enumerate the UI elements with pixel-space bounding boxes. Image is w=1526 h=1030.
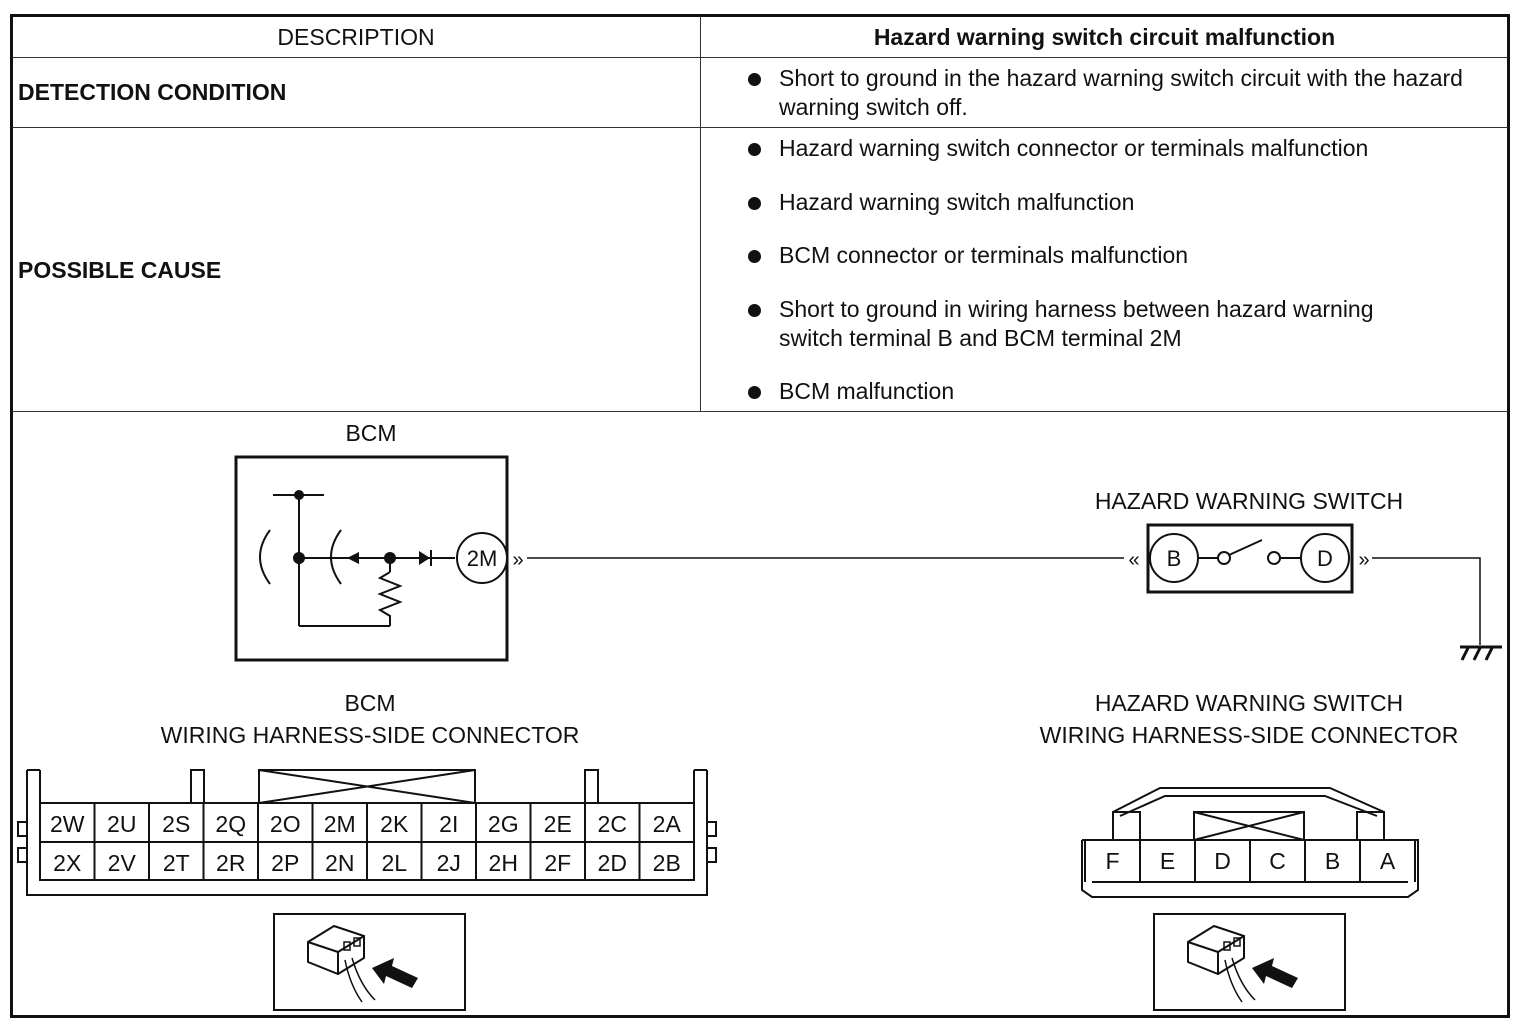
pin-label: 2M (324, 811, 356, 837)
possible-cause-text: Short to ground in wiring harness betwee… (779, 296, 1374, 351)
row-label-possible-cause: POSSIBLE CAUSE (18, 257, 222, 283)
pin-label: 2O (270, 811, 301, 837)
switch-box (1146, 523, 1354, 594)
header-description: DESCRIPTION (277, 24, 435, 50)
pin-label: 2N (325, 850, 354, 876)
pin-label: 2Q (215, 811, 246, 837)
header-malfunction-title: Hazard warning switch circuit malfunctio… (873, 24, 1336, 50)
detection-condition-text: Short to ground in the hazard warning sw… (779, 65, 1463, 120)
bullet-icon (748, 143, 761, 156)
pin-label: 2C (598, 811, 627, 837)
bcm-terminal-circle (456, 532, 508, 584)
possible-cause-text: Hazard warning switch connector or termi… (779, 135, 1369, 161)
pin-label: 2W (50, 811, 85, 837)
bullet-icon (748, 197, 761, 210)
pin-label: 2G (488, 811, 519, 837)
bullet-icon (748, 386, 761, 399)
possible-cause-text: BCM connector or terminals malfunction (779, 242, 1189, 268)
pin-label: 2D (598, 850, 627, 876)
switch-connector-title: HAZARD WARNING SWITCH (1095, 690, 1403, 716)
bcm-connector-subtitle: WIRING HARNESS-SIDE CONNECTOR (161, 722, 580, 748)
connector-mark-icon: » (1358, 549, 1369, 571)
possible-cause-text: BCM malfunction (779, 378, 955, 404)
bcm-junction-dot (293, 552, 305, 564)
ground-icon (1460, 645, 1502, 661)
pin-label: 2H (489, 850, 518, 876)
connector-mark-icon: « (1128, 549, 1139, 571)
switch-terminal-b-label: B (1167, 546, 1182, 571)
pin-label: C (1269, 848, 1286, 874)
pin-label: 2P (271, 850, 299, 876)
connector-mark-icon: » (512, 549, 523, 571)
switch-contact (1198, 539, 1301, 565)
bcm-connector-title: BCM (344, 690, 395, 716)
switch-connector-subtitle: WIRING HARNESS-SIDE CONNECTOR (1040, 722, 1459, 748)
table-divider (12, 411, 1508, 412)
document-frame (10, 14, 1510, 1018)
pin-label: 2S (162, 811, 190, 837)
wire-d-to-ground (1372, 557, 1481, 645)
bcm-label: BCM (345, 420, 396, 446)
pin-label: A (1380, 848, 1396, 874)
row-label-detection-condition: DETECTION CONDITION (18, 79, 287, 105)
switch-terminal-d-circle (1300, 533, 1350, 583)
pin-label: 2I (439, 811, 458, 837)
connector-view-icon (1153, 913, 1346, 1011)
bcm-connector-pins: 2W 2U 2S 2Q 2O 2M 2K 2I 2G 2E 2C 2A 2X 2V 2T 2R 2P 2N 2L 2J… (50, 803, 681, 880)
pin-label: 2F (544, 850, 571, 876)
bullet-icon (748, 250, 761, 263)
pin-label: 2J (437, 850, 461, 876)
arrow-icon (347, 552, 359, 564)
bullet-icon (748, 73, 761, 86)
table-column-divider (700, 16, 701, 411)
pin-label: D (1214, 848, 1231, 874)
bcm-junction-dot (294, 490, 304, 500)
table-divider (12, 57, 1508, 58)
pin-label: 2B (653, 850, 681, 876)
diode-icon (419, 551, 430, 565)
bullet-icon (748, 304, 761, 317)
bcm-junction-dot (384, 552, 396, 564)
bcm-terminal-label: 2M (467, 546, 498, 571)
connector-view-icon (273, 913, 466, 1011)
switch-label: HAZARD WARNING SWITCH (1095, 488, 1403, 514)
pin-label: 2R (216, 850, 245, 876)
pin-label: 2K (380, 811, 409, 837)
pin-label: B (1325, 848, 1340, 874)
pin-label: 2L (381, 850, 407, 876)
pin-label: E (1160, 848, 1175, 874)
pin-label: 2A (653, 811, 682, 837)
pin-label: 2T (163, 850, 190, 876)
possible-cause-text: Hazard warning switch malfunction (779, 189, 1135, 215)
pin-label: 2E (544, 811, 572, 837)
pin-label: F (1105, 848, 1119, 874)
switch-terminal-d-label: D (1317, 546, 1333, 571)
pin-label: 2V (108, 850, 137, 876)
table-divider (12, 127, 1508, 128)
pin-label: 2X (53, 850, 81, 876)
pin-label: 2U (107, 811, 136, 837)
